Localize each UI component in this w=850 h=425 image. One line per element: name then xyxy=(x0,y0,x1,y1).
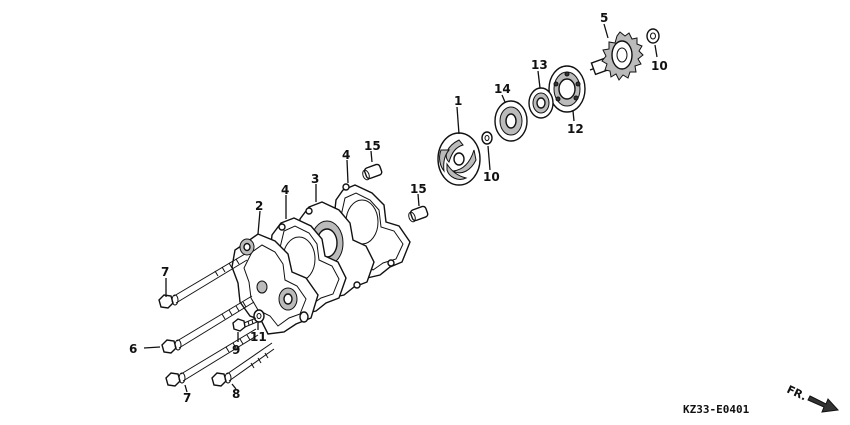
part-10-washer-top xyxy=(646,28,660,44)
callout-14: 14 xyxy=(494,82,511,96)
callout-2: 2 xyxy=(255,199,263,213)
direction-label: FR. xyxy=(785,383,809,403)
callout-10-top: 10 xyxy=(651,59,668,73)
part-1-impeller xyxy=(437,132,481,186)
part-8-bolt xyxy=(211,342,275,387)
callout-5: 5 xyxy=(600,11,608,25)
part-12-bearing xyxy=(548,65,586,113)
callout-4-rear: 4 xyxy=(342,148,350,162)
callout-3: 3 xyxy=(311,172,319,186)
callout-4-front: 4 xyxy=(281,183,289,197)
callout-1: 1 xyxy=(454,94,462,108)
part-5-gear-shaft xyxy=(589,31,644,81)
part-14-seal xyxy=(494,100,528,142)
part-2-pump-cover xyxy=(231,233,319,335)
front-direction-indicator: FR. xyxy=(785,383,840,413)
part-15-dowel-pin-lower xyxy=(408,205,429,223)
part-15-dowel-pin-upper xyxy=(362,163,383,181)
part-6-bolt xyxy=(161,295,255,354)
part-7-bolt-lower xyxy=(165,328,259,387)
callout-15-lower: 15 xyxy=(410,182,427,196)
callout-7-lower: 7 xyxy=(183,391,191,405)
leader-lines xyxy=(143,23,658,393)
callout-labels: 1 2 3 4 4 5 6 7 7 8 9 10 10 11 12 13 14 … xyxy=(129,11,668,405)
front-arrow-icon xyxy=(807,395,840,413)
part-13-seal xyxy=(528,87,554,119)
callout-8: 8 xyxy=(232,387,240,401)
callout-10-middle: 10 xyxy=(483,170,500,184)
callout-9: 9 xyxy=(232,343,240,357)
callout-7-upper: 7 xyxy=(161,265,169,279)
part-10-washer-middle xyxy=(481,131,493,145)
callout-15-upper: 15 xyxy=(364,139,381,153)
diagram-code: KZ33-E0401 xyxy=(683,403,750,416)
callout-6: 6 xyxy=(129,342,137,356)
callout-13: 13 xyxy=(531,58,548,72)
callout-11: 11 xyxy=(250,330,267,344)
part-11-washer xyxy=(253,309,265,323)
callout-12: 12 xyxy=(567,122,584,136)
part-7-bolt-upper xyxy=(158,253,248,309)
part-9-bolt xyxy=(232,317,258,332)
